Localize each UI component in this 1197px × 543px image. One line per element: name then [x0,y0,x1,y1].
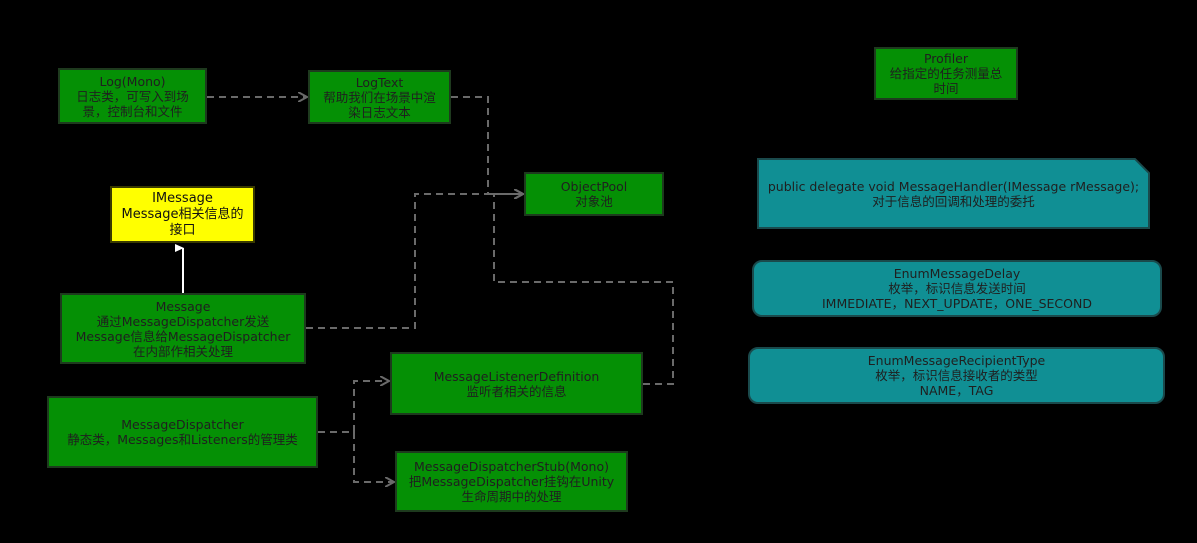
stub-box[interactable]: MessageDispatcherStub(Mono) 把MessageDisp… [395,451,628,512]
recipient-desc: 枚举，标识信息接收者的类型 [875,368,1038,383]
dispatcher-title: MessageDispatcher [121,417,244,432]
stub-title: MessageDispatcherStub(Mono) [414,459,609,474]
log-box[interactable]: Log(Mono) 日志类，可写入到场 景，控制台和文件 [58,68,207,124]
profiler-title: Profiler [923,51,968,66]
profiler-box[interactable]: Profiler 给指定的任务测量总 时间 [874,47,1018,100]
connector-listener-objectpool [493,194,674,385]
log-desc-1: 日志类，可写入到场 [76,88,189,104]
listener-desc: 监听者相关的信息 [466,383,567,399]
dispatcher-box[interactable]: MessageDispatcher 静态类，Messages和Listeners… [47,396,318,468]
logtext-desc-2: 染日志文本 [348,104,411,120]
objectpool-box[interactable]: ObjectPool 对象池 [524,172,664,216]
recipient-box[interactable]: EnumMessageRecipientType 枚举，标识信息接收者的类型 N… [748,347,1165,404]
delay-desc: 枚举，标识信息发送时间 [888,281,1026,296]
imessage-desc-2: 接口 [169,222,196,238]
imessage-desc-1: Message相关信息的 [121,206,244,222]
profiler-desc-2: 时间 [933,81,959,96]
stub-desc-2: 生命周期中的处理 [461,489,562,504]
recipient-title: EnumMessageRecipientType [867,353,1046,368]
connector-dispatcher-stub [353,432,393,482]
imessage-title: IMessage [152,190,213,206]
profiler-desc-1: 给指定的任务测量总 [889,66,1003,81]
handler-note[interactable]: public delegate void MessageHandler(IMes… [757,158,1150,229]
logtext-title: LogText [355,74,404,90]
message-box[interactable]: Message 通过MessageDispatcher发送 Message信息给… [60,293,306,364]
handler-signature: public delegate void MessageHandler(IMes… [767,178,1140,194]
log-desc-2: 景，控制台和文件 [82,103,183,119]
connector-dispatcher-listener [318,381,388,433]
delay-title: EnumMessageDelay [893,266,1021,281]
handler-desc: 对于信息的回调和处理的委托 [872,193,1035,209]
connector-logtext-objectpool [451,96,522,194]
message-title: Message [155,298,211,314]
imessage-box[interactable]: IMessage Message相关信息的 接口 [110,186,255,243]
delay-box[interactable]: EnumMessageDelay 枚举，标识信息发送时间 IMMEDIATE，N… [752,260,1162,317]
delay-values: IMMEDIATE，NEXT_UPDATE，ONE_SECOND [822,296,1092,311]
listener-box[interactable]: MessageListenerDefinition 监听者相关的信息 [390,352,643,415]
message-desc-1: 通过MessageDispatcher发送 [96,313,270,329]
message-desc-3: 在内部作相关处理 [132,343,233,359]
listener-title: MessageListenerDefinition [433,368,600,384]
objectpool-title: ObjectPool [560,179,628,194]
logtext-desc-1: 帮助我们在场景中渲 [323,89,436,105]
note-fold-icon [1134,158,1150,174]
objectpool-desc: 对象池 [575,194,613,209]
recipient-values: NAME，TAG [919,383,994,398]
connector-message-objectpool [306,194,522,329]
stub-desc-1: 把MessageDispatcher挂钩在Unity [408,474,615,489]
logtext-box[interactable]: LogText 帮助我们在场景中渲 染日志文本 [308,70,451,124]
log-title: Log(Mono) [99,73,166,89]
dispatcher-desc: 静态类，Messages和Listeners的管理类 [67,432,298,447]
message-desc-2: Message信息给MessageDispatcher [75,328,291,344]
